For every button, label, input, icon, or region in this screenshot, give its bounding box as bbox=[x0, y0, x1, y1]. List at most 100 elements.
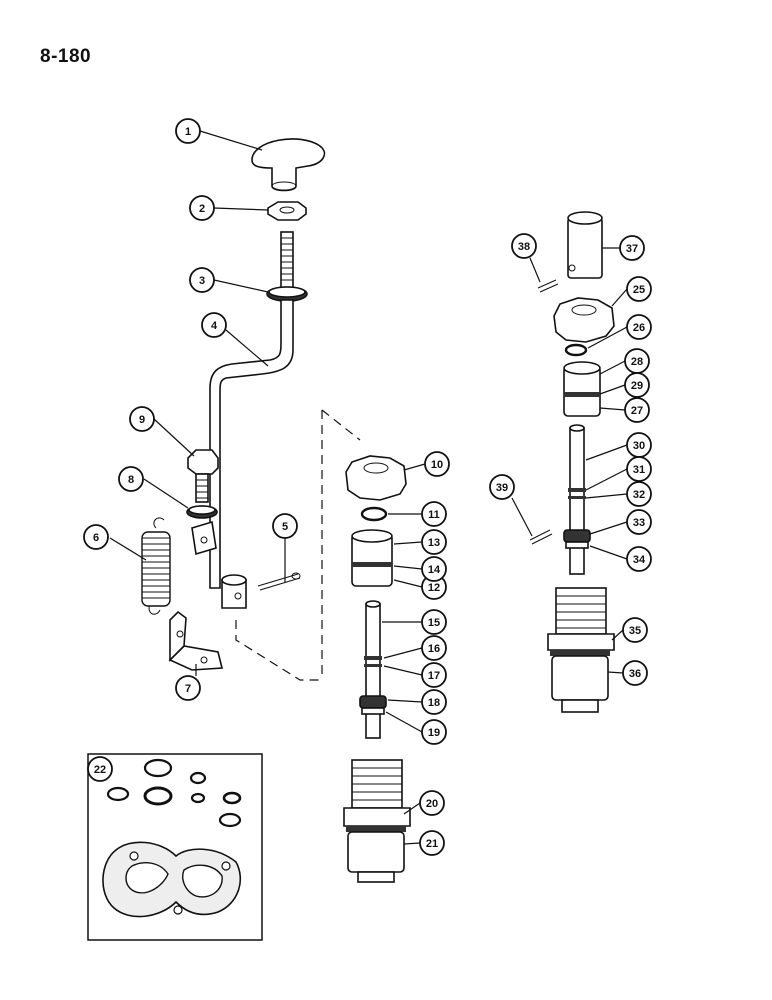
callout-33: 33 bbox=[626, 509, 652, 535]
o-ring-26 bbox=[564, 343, 588, 357]
callout-34: 34 bbox=[626, 546, 652, 572]
callout-number: 26 bbox=[633, 322, 645, 334]
callout-circle bbox=[421, 529, 447, 555]
gasket-part bbox=[102, 841, 242, 918]
callout-18: 18 bbox=[421, 689, 447, 715]
shift-rod bbox=[209, 299, 294, 589]
callout-number: 10 bbox=[431, 459, 443, 471]
callout-25: 25 bbox=[626, 276, 652, 302]
callout-circle bbox=[83, 524, 109, 550]
callout-10: 10 bbox=[424, 451, 450, 477]
callout-14: 14 bbox=[421, 556, 447, 582]
callout-9: 9 bbox=[129, 406, 155, 432]
bolt-part bbox=[187, 449, 219, 503]
callout-circle bbox=[118, 466, 144, 492]
callout-circle bbox=[175, 118, 201, 144]
callout-circle bbox=[175, 675, 201, 701]
callout-22: 22 bbox=[87, 756, 113, 782]
callout-5: 5 bbox=[272, 513, 298, 539]
pin-38 bbox=[537, 279, 559, 293]
sleeve-27 bbox=[563, 361, 601, 417]
callout-circle bbox=[201, 312, 227, 338]
callout-8: 8 bbox=[118, 466, 144, 492]
washer-part-3 bbox=[266, 286, 308, 302]
callout-36: 36 bbox=[622, 660, 648, 686]
callout-number: 25 bbox=[633, 284, 645, 296]
callout-circle bbox=[626, 509, 652, 535]
valve-body-36 bbox=[547, 587, 615, 713]
callout-15: 15 bbox=[421, 609, 447, 635]
pin-39 bbox=[529, 529, 553, 545]
callout-21: 21 bbox=[419, 830, 445, 856]
callout-circle bbox=[622, 660, 648, 686]
callout-38: 38 bbox=[511, 233, 537, 259]
nut-part bbox=[267, 201, 307, 221]
callout-number: 12 bbox=[428, 582, 440, 594]
callout-number: 18 bbox=[428, 697, 440, 709]
callout-circle bbox=[272, 513, 298, 539]
callout-number: 37 bbox=[626, 243, 638, 255]
callout-circle bbox=[421, 719, 447, 745]
callout-28: 28 bbox=[624, 348, 650, 374]
callout-number: 6 bbox=[93, 532, 99, 544]
callout-number: 8 bbox=[128, 474, 134, 486]
callout-number: 30 bbox=[633, 440, 645, 452]
callout-number: 33 bbox=[633, 517, 645, 529]
callout-20: 20 bbox=[419, 790, 445, 816]
callout-circle bbox=[626, 456, 652, 482]
callout-circle bbox=[419, 830, 445, 856]
callout-29: 29 bbox=[624, 372, 650, 398]
callout-circle bbox=[622, 617, 648, 643]
callout-number: 20 bbox=[426, 798, 438, 810]
spring-part bbox=[141, 517, 171, 615]
callout-number: 11 bbox=[428, 509, 440, 521]
callout-4: 4 bbox=[201, 312, 227, 338]
callout-number: 2 bbox=[199, 203, 205, 215]
callout-circle bbox=[626, 314, 652, 340]
plunger-30 bbox=[563, 424, 591, 575]
callout-circle bbox=[87, 756, 113, 782]
page-number: 8-180 bbox=[40, 46, 92, 67]
callout-circle bbox=[421, 635, 447, 661]
callout-circle bbox=[189, 195, 215, 221]
callout-13: 13 bbox=[421, 529, 447, 555]
callout-35: 35 bbox=[622, 617, 648, 643]
seal-kit-box bbox=[87, 753, 263, 941]
callout-number: 14 bbox=[428, 564, 441, 576]
callout-circle bbox=[421, 556, 447, 582]
callout-layer: 1234567891011121314151617181920212225262… bbox=[83, 118, 652, 856]
callout-number: 31 bbox=[633, 464, 645, 476]
callout-circle bbox=[511, 233, 537, 259]
callout-12: 12 bbox=[421, 574, 447, 600]
callout-number: 36 bbox=[629, 668, 641, 680]
bracket-tab bbox=[191, 520, 217, 556]
callout-circle bbox=[419, 790, 445, 816]
callout-number: 16 bbox=[428, 643, 440, 655]
callout-2: 2 bbox=[189, 195, 215, 221]
callout-number: 17 bbox=[428, 670, 440, 682]
valve-cap-nut-10 bbox=[345, 455, 407, 501]
callout-circle bbox=[624, 372, 650, 398]
callout-number: 28 bbox=[631, 356, 643, 368]
knob-part bbox=[251, 138, 326, 192]
callout-39: 39 bbox=[489, 474, 515, 500]
threaded-stud bbox=[280, 231, 294, 289]
callout-circle bbox=[619, 235, 645, 261]
callout-circle bbox=[421, 689, 447, 715]
callout-number: 38 bbox=[518, 241, 530, 253]
callout-1: 1 bbox=[175, 118, 201, 144]
callout-number: 5 bbox=[282, 521, 288, 533]
callout-circle bbox=[421, 609, 447, 635]
callout-number: 34 bbox=[633, 554, 646, 566]
callout-6: 6 bbox=[83, 524, 109, 550]
callout-circle bbox=[421, 662, 447, 688]
leader-lines bbox=[109, 130, 628, 845]
callout-number: 7 bbox=[185, 683, 191, 695]
callout-circle bbox=[624, 397, 650, 423]
callout-number: 29 bbox=[631, 380, 643, 392]
callout-number: 3 bbox=[199, 275, 205, 287]
callout-number: 32 bbox=[633, 489, 645, 501]
callout-number: 21 bbox=[426, 838, 438, 850]
callout-circle bbox=[626, 481, 652, 507]
